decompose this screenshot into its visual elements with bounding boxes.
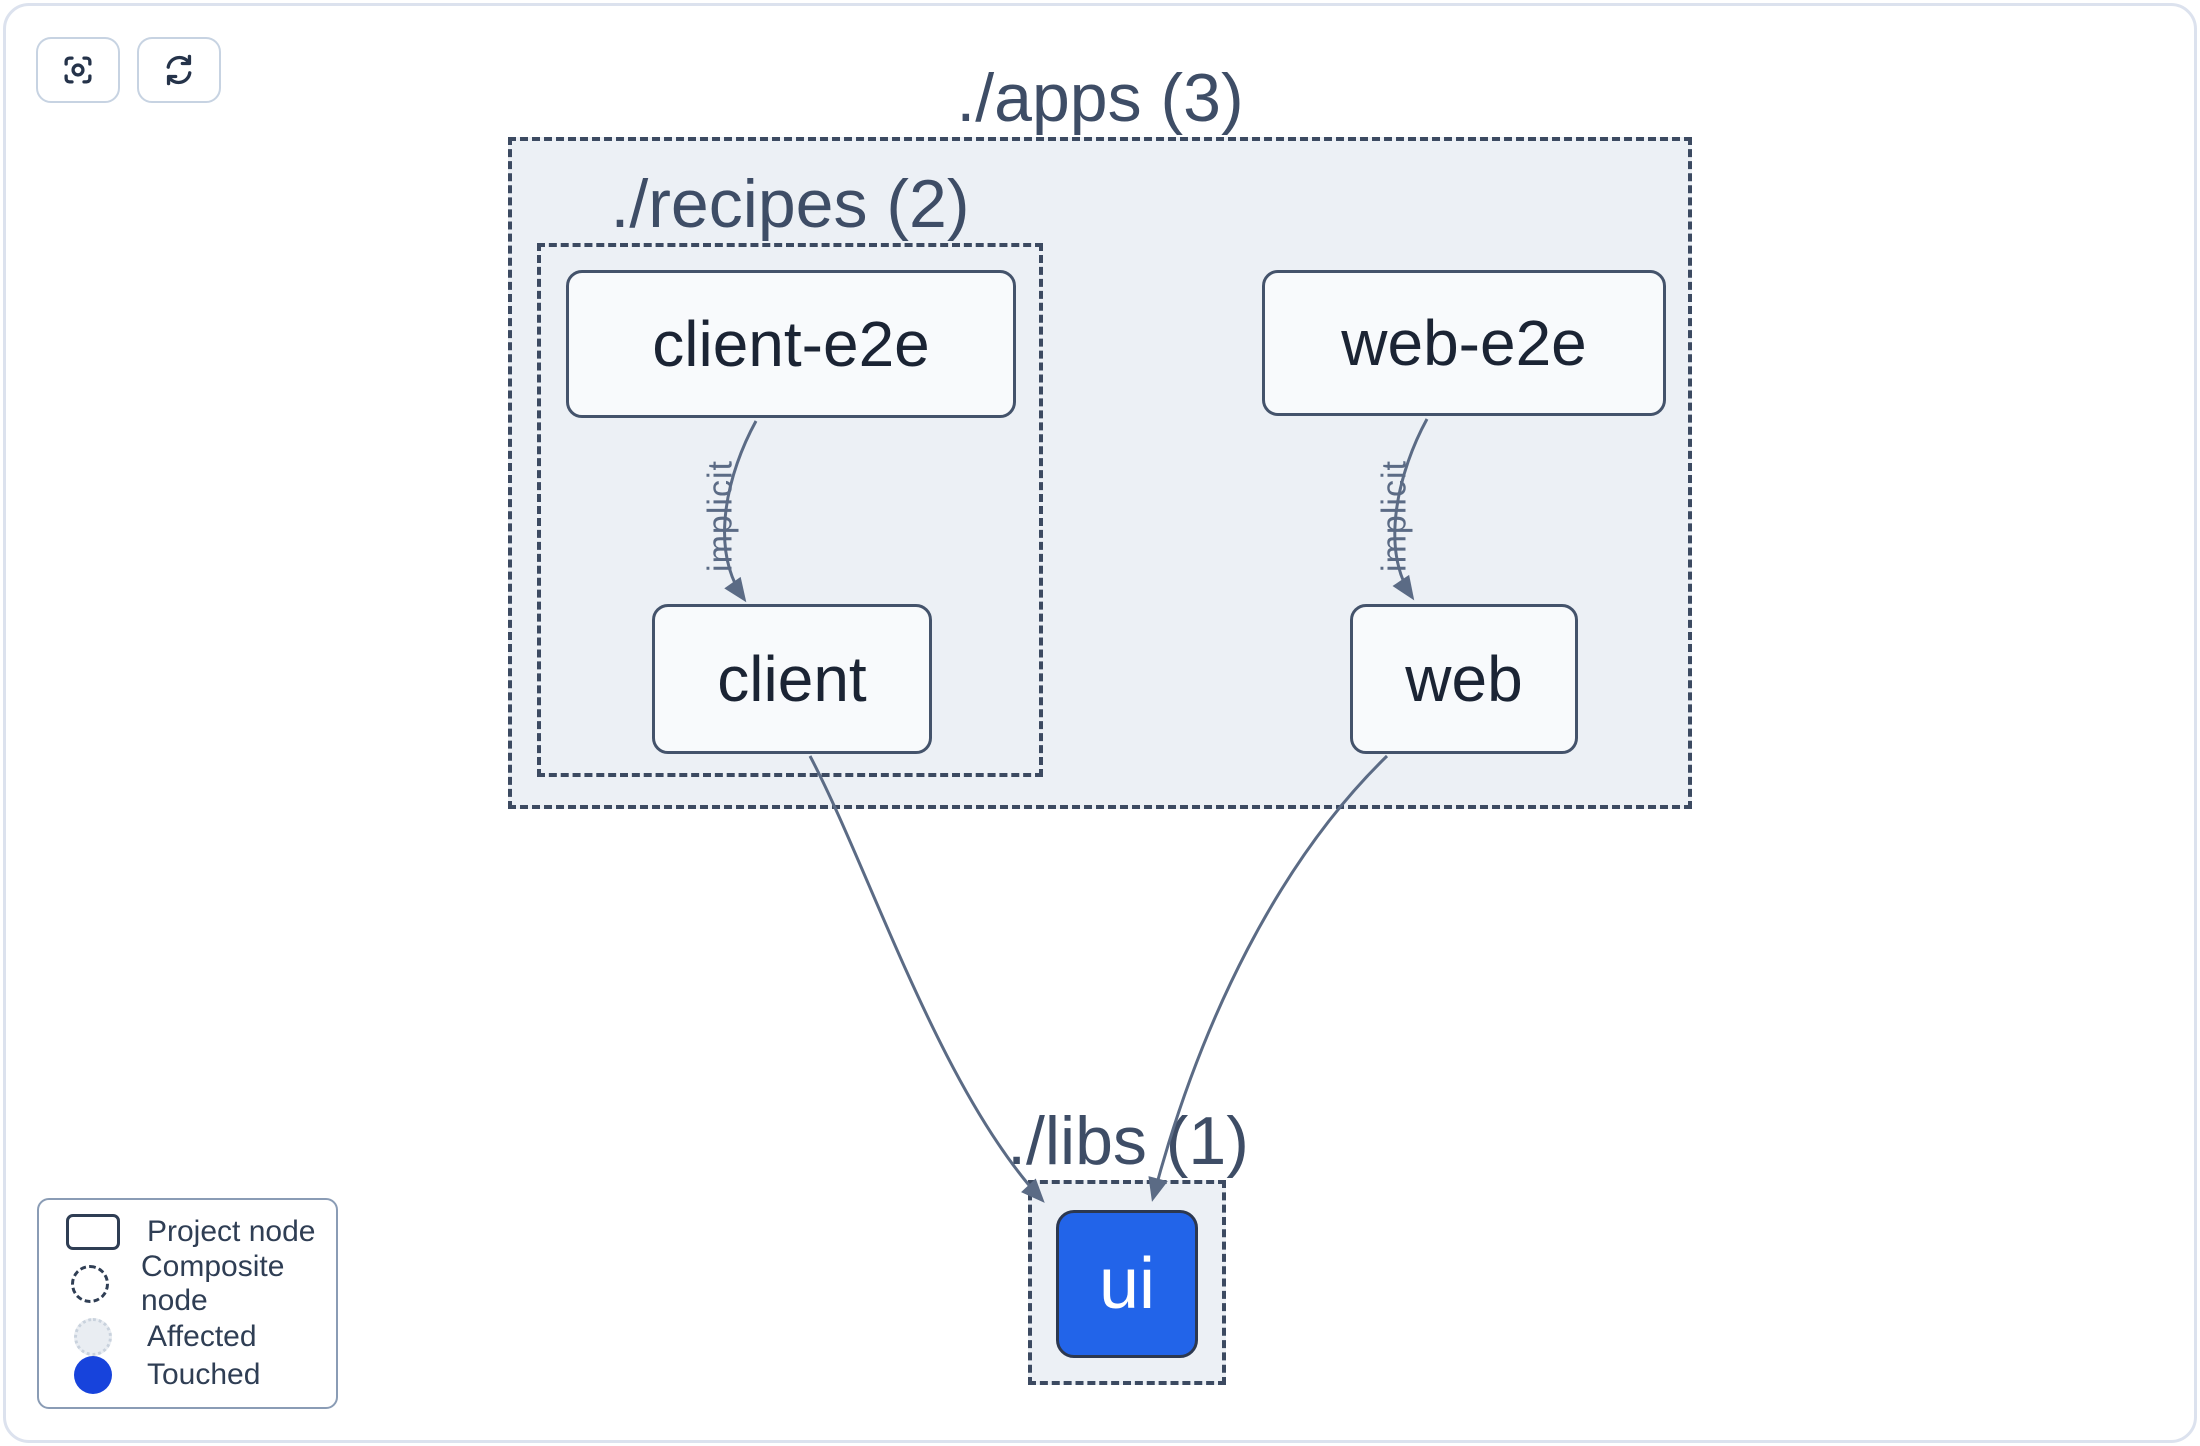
- edge-client-e2e-client[interactable]: [723, 420, 758, 603]
- focus-crosshair-icon: [64, 56, 92, 84]
- refresh-button[interactable]: [137, 37, 221, 103]
- legend-label: Touched: [147, 1358, 261, 1391]
- edge-web-e2e-web[interactable]: [1392, 418, 1429, 601]
- composite-node-swatch: [70, 1265, 109, 1303]
- node-ui[interactable]: ui: [1056, 1210, 1198, 1358]
- legend-item-affected: Affected: [65, 1318, 336, 1356]
- group-recipes-title: ./recipes (2): [610, 166, 970, 242]
- legend-item-project-node: Project node: [65, 1214, 336, 1250]
- node-client-e2e[interactable]: client-e2e: [566, 270, 1016, 418]
- node-web-e2e[interactable]: web-e2e: [1262, 270, 1666, 416]
- refresh-icon: [166, 54, 192, 86]
- node-label: web-e2e: [1341, 307, 1587, 379]
- touched-swatch: [74, 1356, 112, 1394]
- legend-label: Composite node: [140, 1250, 285, 1317]
- legend-label: Project node: [147, 1215, 316, 1248]
- edge-label-implicit-left: implicit: [701, 460, 740, 572]
- node-label: web: [1405, 643, 1523, 715]
- project-node-swatch: [66, 1214, 120, 1250]
- node-web[interactable]: web: [1350, 604, 1578, 754]
- focus-button[interactable]: [36, 37, 120, 103]
- legend-item-composite-node: Composite node: [65, 1250, 336, 1318]
- edge-web-ui[interactable]: [1148, 754, 1389, 1202]
- legend-label: Affected: [147, 1320, 257, 1353]
- group-apps-title: ./apps (3): [956, 60, 1244, 136]
- node-label: client-e2e: [652, 308, 930, 380]
- graph-toolbar: [36, 37, 221, 103]
- group-libs-title: ./libs (1): [1007, 1103, 1249, 1179]
- edge-label-implicit-right: implicit: [1375, 460, 1414, 572]
- affected-swatch: [74, 1318, 112, 1356]
- legend-item-touched: Touched: [65, 1356, 336, 1394]
- edge-client-ui[interactable]: [808, 755, 1045, 1203]
- node-label: client: [717, 643, 867, 715]
- legend: Project node Composite node Affected Tou…: [37, 1198, 338, 1409]
- node-label: ui: [1098, 1244, 1156, 1324]
- node-client[interactable]: client: [652, 604, 932, 754]
